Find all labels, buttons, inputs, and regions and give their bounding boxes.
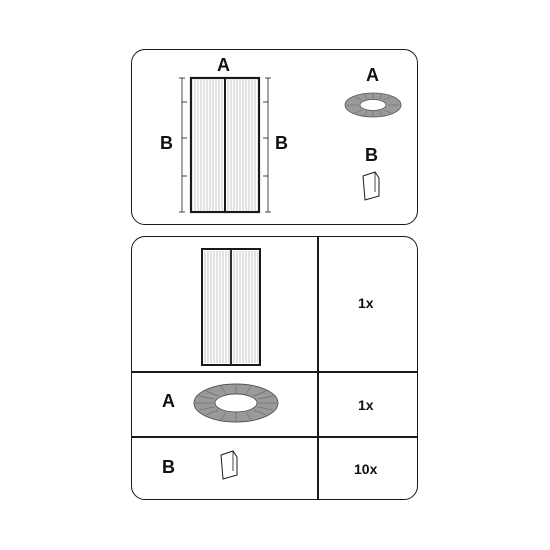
adhesive-clip-icon [220,450,238,480]
row-label-b: B [162,457,175,477]
parts-table [131,236,418,500]
screen-door-diagram [179,76,271,214]
table-row-divider [132,371,417,373]
row-label-a: A [162,391,175,411]
magnet-ring-icon [193,383,279,423]
clip-label-b: B [365,145,378,165]
screen-door-icon [201,248,261,366]
adhesive-clip-icon [362,171,380,201]
quantity-label: 10x [354,461,378,477]
table-column-divider [317,237,319,499]
door-label-a: A [217,55,230,75]
quantity-label: 1x [358,397,374,413]
quantity-label: 1x [358,295,374,311]
table-row-divider [132,436,417,438]
side-label-b-right: B [275,133,288,153]
magnet-ring-icon [344,92,402,118]
magnet-label-a: A [366,65,379,85]
side-label-b-left: B [160,133,173,153]
